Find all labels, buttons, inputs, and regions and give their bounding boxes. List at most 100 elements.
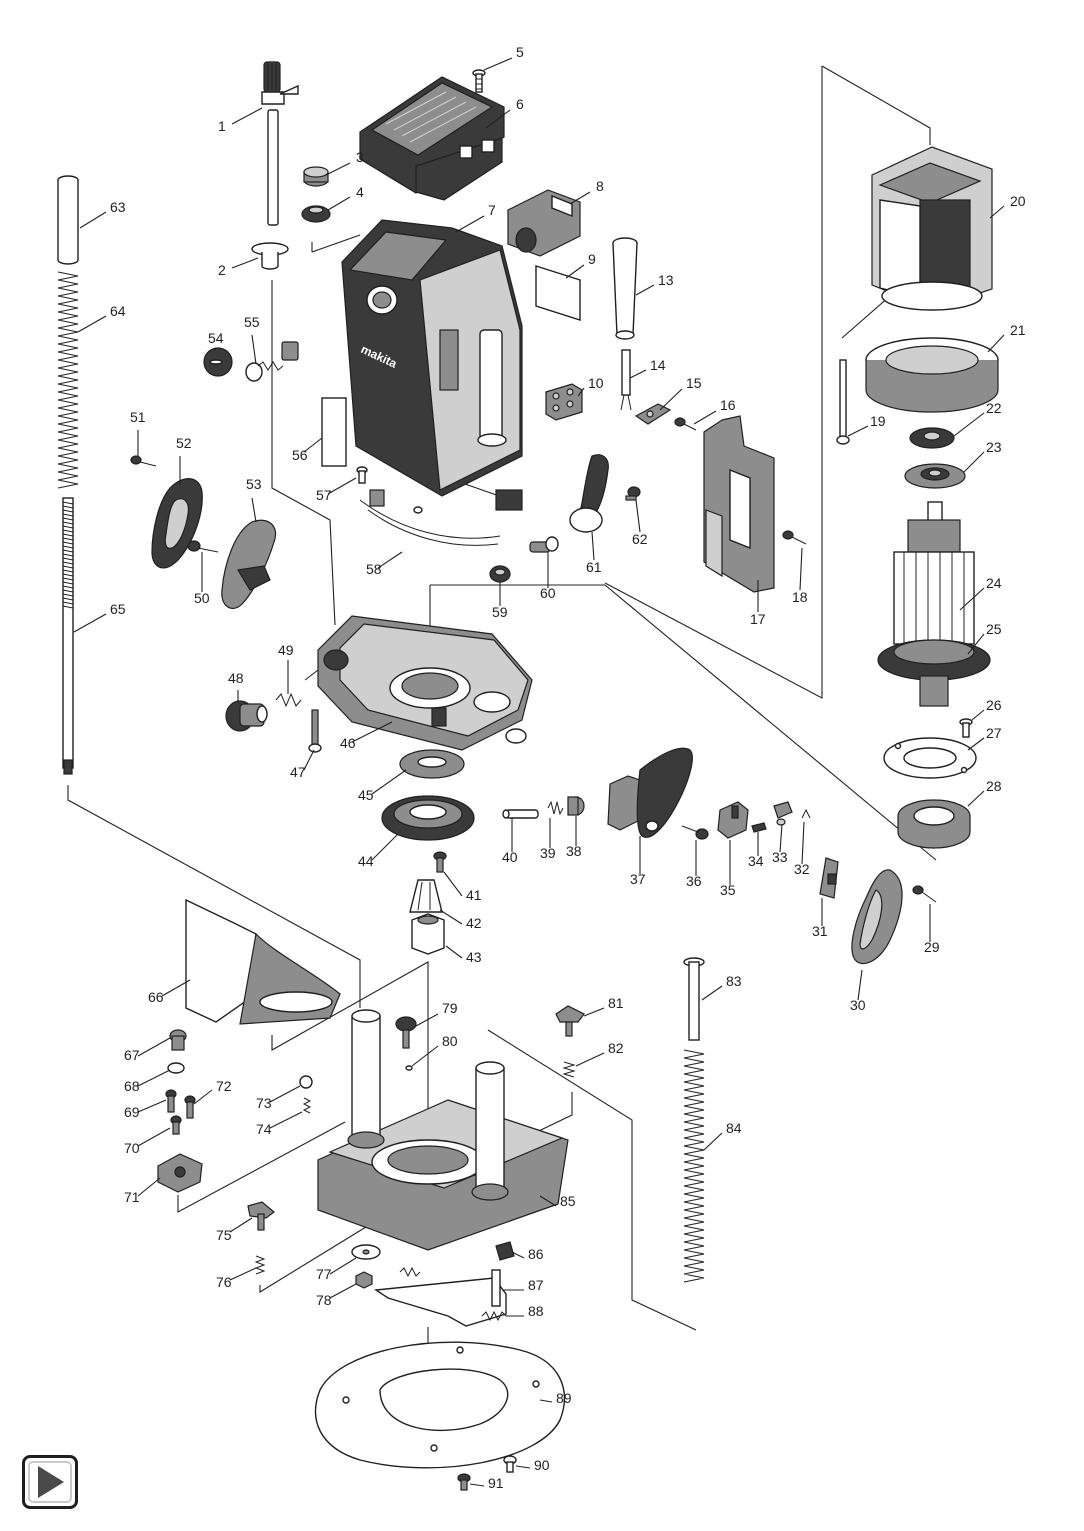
callout-39: 39 xyxy=(540,845,556,861)
callout-40: 40 xyxy=(502,849,518,865)
part-16-screw xyxy=(674,417,697,431)
callout-65: 65 xyxy=(110,601,126,617)
part-50-screw xyxy=(187,540,219,553)
part-79-knob xyxy=(395,1016,417,1049)
callout-10: 10 xyxy=(588,375,604,391)
leader-line-6 xyxy=(485,109,511,129)
callout-7: 7 xyxy=(488,202,496,218)
callout-38: 38 xyxy=(566,843,582,859)
leader-line-90 xyxy=(515,1465,531,1469)
callout-84: 84 xyxy=(726,1120,742,1136)
callout-56: 56 xyxy=(292,447,308,463)
part-85-base xyxy=(317,1009,569,1251)
part-6-top-cover xyxy=(359,76,505,201)
leader-line-18 xyxy=(799,547,803,591)
leader-line-25 xyxy=(967,633,985,655)
leader-line-24 xyxy=(959,587,985,611)
part-23-bearing xyxy=(904,463,966,489)
leader-line-65 xyxy=(73,613,107,633)
part-48-knob xyxy=(225,700,268,732)
part-15-clamp xyxy=(634,403,672,425)
leader-line-71 xyxy=(137,1177,161,1197)
part-59-nut xyxy=(489,565,511,583)
leader-line-8 xyxy=(569,191,591,205)
callout-80: 80 xyxy=(442,1033,458,1049)
callout-62: 62 xyxy=(632,531,648,547)
part-71-bracket xyxy=(157,1153,203,1193)
leader-line-74 xyxy=(269,1111,303,1129)
part-57-screw xyxy=(356,466,368,484)
part-65-column xyxy=(62,497,74,775)
leader-line-83 xyxy=(701,985,723,1001)
leader-line-4 xyxy=(327,196,351,211)
leader-line-27 xyxy=(967,737,985,751)
part-40-pin xyxy=(502,809,539,819)
leader-line-73 xyxy=(269,1085,301,1103)
part-43-nut xyxy=(411,913,445,955)
part-34-pin xyxy=(751,822,767,833)
part-74-spring xyxy=(302,1097,312,1114)
leader-line-57 xyxy=(327,477,357,495)
callout-17: 17 xyxy=(750,611,766,627)
callout-15: 15 xyxy=(686,375,702,391)
callout-29: 29 xyxy=(924,939,940,955)
part-31-lever xyxy=(819,857,839,899)
part-76-spring xyxy=(254,1255,266,1275)
part-20-stator xyxy=(871,146,993,311)
part-17-cover xyxy=(703,415,775,593)
leader-line-61 xyxy=(591,531,595,561)
leader-line-30 xyxy=(857,969,863,1001)
callout-79: 79 xyxy=(442,1000,458,1016)
part-78-nut xyxy=(355,1271,373,1289)
callout-41: 41 xyxy=(466,887,482,903)
leader-line-1 xyxy=(231,107,263,125)
callout-66: 66 xyxy=(148,989,164,1005)
callout-47: 47 xyxy=(290,764,306,780)
callout-27: 27 xyxy=(986,725,1002,741)
callout-34: 34 xyxy=(748,853,764,869)
leader-line-21 xyxy=(987,334,1005,353)
callout-57: 57 xyxy=(316,487,332,503)
callout-59: 59 xyxy=(492,604,508,620)
part-67-knob xyxy=(169,1029,187,1051)
part-32-spring xyxy=(801,808,811,819)
leader-line-70 xyxy=(137,1127,171,1147)
part-90-screw xyxy=(503,1455,517,1473)
leader-line-55 xyxy=(251,334,257,365)
leader-line-44 xyxy=(371,833,399,861)
leader-line-2 xyxy=(231,257,259,269)
callout-87: 87 xyxy=(528,1277,544,1293)
callout-1: 1 xyxy=(218,118,226,134)
part-10-terminal xyxy=(545,383,583,421)
part-29-screw xyxy=(912,885,937,903)
callout-6: 6 xyxy=(516,96,524,112)
callout-82: 82 xyxy=(608,1040,624,1056)
callout-54: 54 xyxy=(208,330,224,346)
leader-line-81 xyxy=(583,1007,605,1017)
part-61-lever xyxy=(569,454,609,533)
part-44-bearing-box xyxy=(381,795,475,841)
part-3-knob xyxy=(303,166,329,187)
leader-line-19 xyxy=(847,425,869,437)
leader-line-89 xyxy=(539,1399,553,1403)
callout-5: 5 xyxy=(516,44,524,60)
leader-line-26 xyxy=(971,709,985,721)
part-42-collet xyxy=(409,879,443,913)
part-21-baffle xyxy=(865,337,999,413)
leader-line-28 xyxy=(967,790,985,807)
callout-77: 77 xyxy=(316,1266,332,1282)
leader-line-78 xyxy=(329,1283,357,1299)
leader-line-64 xyxy=(77,315,107,333)
callout-71: 71 xyxy=(124,1189,140,1205)
leader-line-69 xyxy=(137,1099,167,1113)
callout-32: 32 xyxy=(794,861,810,877)
play-button[interactable] xyxy=(22,1455,78,1509)
part-4-ring xyxy=(301,205,331,223)
callout-13: 13 xyxy=(658,272,674,288)
callout-36: 36 xyxy=(686,873,702,889)
leader-line-67 xyxy=(137,1037,171,1057)
callout-8: 8 xyxy=(596,178,604,194)
part-49-spring xyxy=(275,692,302,708)
part-75-thumbscrew xyxy=(247,1201,275,1231)
